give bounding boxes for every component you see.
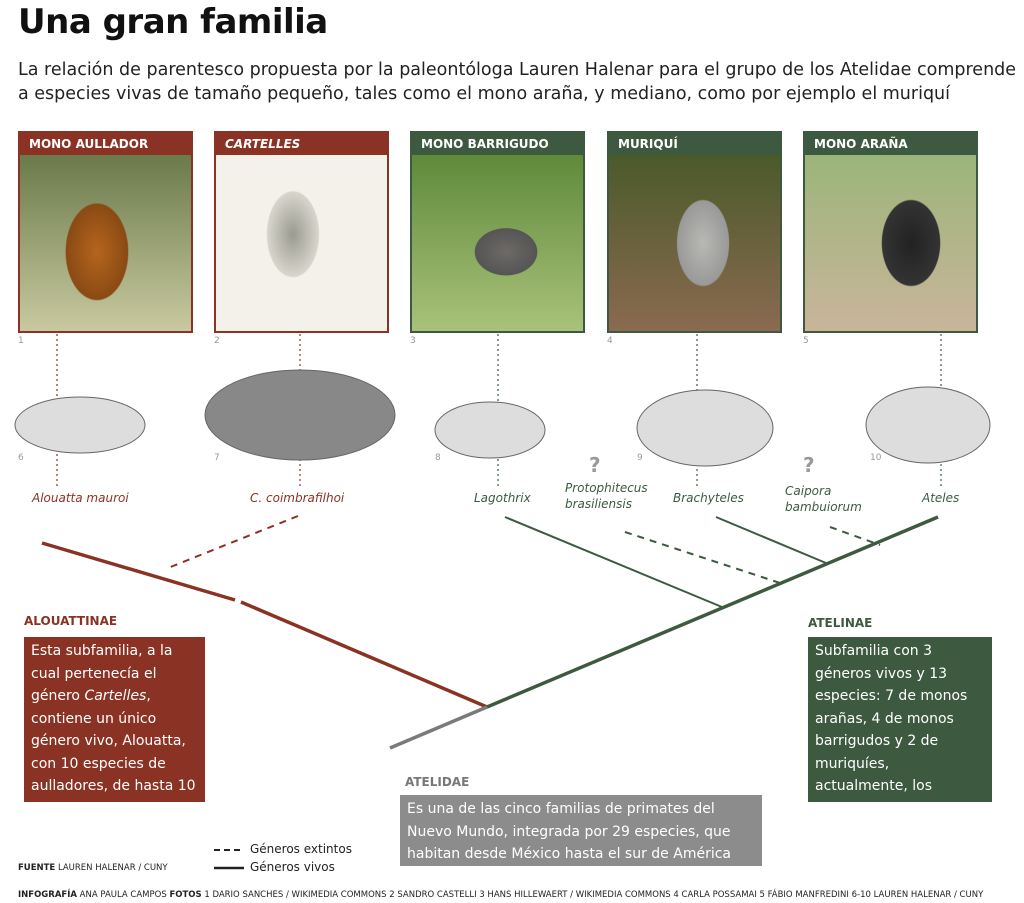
howler-monkey-photo [20, 155, 191, 331]
species-label: Protophitecus brasiliensis [565, 481, 648, 511]
card-label: MURIQUÍ [609, 133, 780, 155]
photos-value: 1 DARIO SANCHES / WIKIMEDIA COMMONS 2 SA… [204, 890, 984, 900]
source-label: FUENTE [18, 863, 56, 873]
card-mono-aullador: MONO AULLADOR [18, 131, 193, 333]
species-label: Lagothrix [474, 491, 531, 505]
subtitle: La relación de parentesco propuesta por … [18, 60, 1017, 104]
text-italic: Cartelles [84, 688, 147, 704]
text: , contiene un único género vivo, Alouatt… [31, 688, 196, 817]
source: FUENTE LAUREN HALENAR / CUNY [18, 863, 168, 873]
atelidae-box: Es una de las cinco familias de primates… [400, 795, 762, 885]
skull-number: 10 [870, 453, 882, 463]
branch-alouattinae [240, 600, 488, 709]
branch-cartelles [167, 515, 299, 569]
credits-value: ANA PAULA CAMPOS [79, 890, 167, 900]
atelidae-heading: ATELIDAE [405, 775, 470, 789]
source-value: LAUREN HALENAR / CUNY [57, 863, 168, 873]
skull-cartelles [204, 369, 396, 461]
cartelles-illustration [216, 155, 387, 331]
species-label: C. coimbrafilhoi [250, 491, 345, 505]
photo-number: 4 [607, 336, 613, 346]
page-title: Una gran familia [18, 2, 328, 42]
card-label: MONO ARAÑA [805, 133, 976, 155]
skull-number: 7 [214, 453, 220, 463]
branch-alouatta [41, 541, 236, 602]
branch-protophitecus [624, 531, 781, 584]
atelinae-heading: ATELINAE [808, 616, 873, 630]
credits-label: INFOGRAFÍA [18, 890, 77, 900]
card-muriqui: MURIQUÍ [607, 131, 782, 333]
photo-number: 2 [214, 336, 220, 346]
question-mark: ? [589, 453, 601, 477]
text: Esta subfamilia, a la cual pertenecía el… [31, 643, 173, 704]
photo-number: 1 [18, 336, 24, 346]
skull-number: 8 [435, 453, 441, 463]
card-cartelles: CARTELLES COIMBRAFILHOI [214, 131, 389, 333]
legend-living: Géneros vivos [250, 860, 335, 874]
photo-number: 5 [803, 336, 809, 346]
atelinae-box: Subfamilia con 3 géneros vivos y 13 espe… [808, 637, 992, 839]
question-mark: ? [803, 453, 815, 477]
alouattinae-box: Esta subfamilia, a la cual pertenecía el… [24, 637, 205, 817]
credits: INFOGRAFÍA ANA PAULA CAMPOS FOTOS 1 DARI… [18, 890, 983, 900]
photos-label: FOTOS [169, 890, 202, 900]
skull-number: 6 [18, 453, 24, 463]
muriqui-photo [609, 155, 780, 331]
species-label: Caipora bambuiorum [785, 484, 862, 514]
skull-alouatta [14, 396, 146, 454]
species-label: Brachyteles [673, 491, 744, 505]
branch-atelidae [389, 705, 488, 750]
skull-brachyteles [636, 389, 774, 467]
card-label: MONO BARRIGUDO [412, 133, 583, 155]
skull-number: 9 [637, 453, 643, 463]
spider-monkey-photo [805, 155, 976, 331]
skull-lagothrix [434, 401, 546, 459]
legend-extinct: Géneros extintos [250, 842, 352, 856]
card-label: MONO AULLADOR [20, 133, 191, 155]
species-label: Ateles [922, 491, 960, 505]
card-mono-arana: MONO ARAÑA [803, 131, 978, 333]
card-mono-barrigudo: MONO BARRIGUDO [410, 131, 585, 333]
skull-ateles [865, 386, 991, 464]
branch-caipora [829, 526, 881, 546]
alouattinae-heading: ALOUATTINAE [24, 614, 118, 628]
woolly-monkey-photo [412, 155, 583, 331]
photo-number: 3 [410, 336, 416, 346]
branch-lagothrix [504, 516, 723, 608]
branch-brachyteles [715, 516, 827, 564]
branch-atelinae [486, 515, 939, 709]
species-label: Alouatta mauroi [32, 491, 129, 505]
